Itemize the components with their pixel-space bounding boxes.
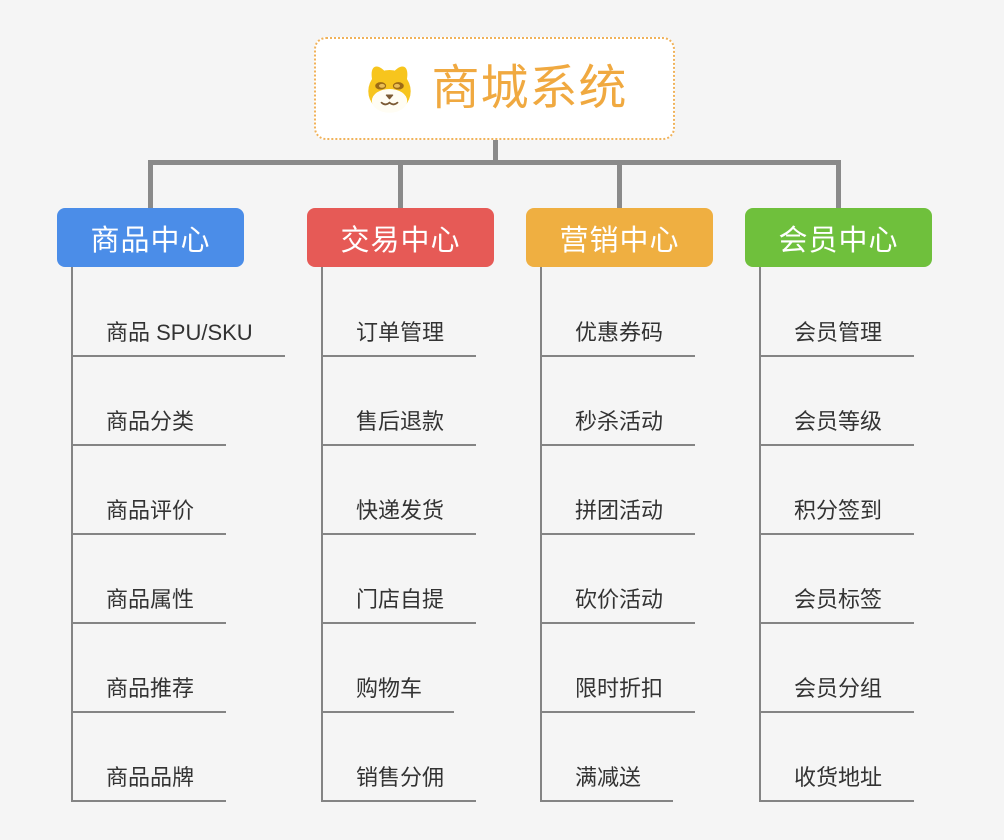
root-node-mall-system[interactable]: 商城系统 [314,37,675,140]
leaf-node[interactable]: 会员分组 [761,676,915,713]
leaf-node[interactable]: 销售分佣 [323,765,477,802]
leaf-node[interactable]: 商品 SPU/SKU [73,320,285,357]
connector-trunk-vertical [493,139,498,162]
leaf-node[interactable]: 限时折扣 [542,676,696,713]
branch-node-member-center[interactable]: 会员中心 [745,208,932,267]
branch-children-trade-center: 订单管理 售后退款 快递发货 门店自提 购物车 销售分佣 [321,267,573,802]
branch-node-marketing-center[interactable]: 营销中心 [526,208,713,267]
branch-node-trade-center[interactable]: 交易中心 [307,208,494,267]
connector-drop-marketing [617,160,622,208]
leaf-node[interactable]: 商品评价 [73,498,227,535]
branch-label: 交易中心 [340,224,461,257]
leaf-node[interactable]: 订单管理 [323,320,477,357]
leaf-node[interactable]: 积分签到 [761,498,915,535]
leaf-node[interactable]: 满减送 [542,765,674,802]
leaf-node[interactable]: 拼团活动 [542,498,696,535]
leaf-node[interactable]: 砍价活动 [542,587,696,624]
leaf-node[interactable]: 收货地址 [761,765,915,802]
leaf-node[interactable]: 秒杀活动 [542,409,696,446]
leaf-node[interactable]: 商品品牌 [73,765,227,802]
connector-drop-member [836,160,841,208]
leaf-node[interactable]: 商品属性 [73,587,227,624]
leaf-node[interactable]: 会员标签 [761,587,915,624]
branch-label: 会员中心 [778,224,899,257]
leaf-node[interactable]: 会员等级 [761,409,915,446]
dog-face-icon [368,66,412,113]
leaf-node[interactable]: 会员管理 [761,320,915,357]
connector-drop-trade [398,160,403,208]
leaf-node[interactable]: 快递发货 [323,498,477,535]
root-title: 商城系统 [431,61,628,115]
leaf-node[interactable]: 门店自提 [323,587,477,624]
leaf-node[interactable]: 商品分类 [73,409,227,446]
branch-children-marketing-center: 优惠券码 秒杀活动 拼团活动 砍价活动 限时折扣 满减送 [540,267,792,802]
connector-trunk-horizontal [148,160,841,165]
branch-node-product-center[interactable]: 商品中心 [57,208,244,267]
connector-drop-product [148,160,153,208]
leaf-node[interactable]: 优惠券码 [542,320,696,357]
branch-children-product-center: 商品 SPU/SKU 商品分类 商品评价 商品属性 商品推荐 商品品牌 [71,267,323,802]
branch-label: 营销中心 [559,224,680,257]
leaf-node[interactable]: 商品推荐 [73,676,227,713]
leaf-node[interactable]: 售后退款 [323,409,477,446]
branch-label: 商品中心 [90,224,211,257]
leaf-node[interactable]: 购物车 [323,676,455,713]
branch-children-member-center: 会员管理 会员等级 积分签到 会员标签 会员分组 收货地址 [759,267,1004,802]
